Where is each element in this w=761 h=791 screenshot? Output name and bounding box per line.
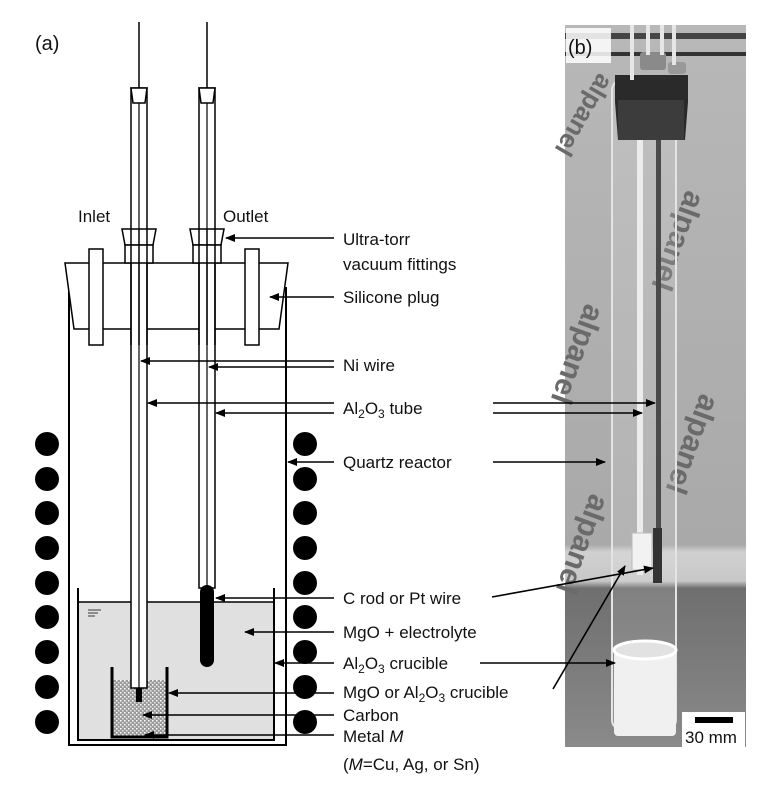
ni-wire-label: Ni wire [343,356,395,375]
outlet-label: Outlet [223,207,269,226]
al2o3-crucible-label: Al2O3 crucible [343,654,448,676]
leader-lines [140,234,656,739]
panel-a-label: (a) [35,33,59,55]
c-rod [200,585,214,667]
al2o3-tube-label: Al2O3 tube [343,399,423,421]
scale-bar [695,717,733,723]
inlet-tube [130,22,148,702]
scale-bar-label: 30 mm [685,728,737,747]
vacuum-fittings [121,228,225,264]
liquid-level-icon [88,609,101,617]
inlet-label: Inlet [78,207,110,226]
electrolyte-label: MgO + electrolyte [343,623,477,642]
metal-note-label: (M=Cu, Ag, or Sn) [343,755,480,774]
reactor-photo: alpanel alpanel alpanel alpanel alpanel … [544,25,746,747]
electrolyte [78,602,274,740]
heater-coils-left [35,432,59,734]
carbon-label: Carbon [343,706,399,725]
inner-crucible-label: MgO or Al2O3 crucible [343,683,509,705]
fittings-label-line1: Ultra-torr [343,230,410,249]
fittings-label-line2: vacuum fittings [343,255,456,274]
inner-crucible [110,667,169,739]
metal-label: Metal M [343,727,404,746]
plug-port-left [88,248,104,346]
quartz-reactor-label: Quartz reactor [343,453,452,472]
silicone-plug-label: Silicone plug [343,288,439,307]
plug-port-right [244,248,260,346]
panel-b-label: (b) [568,37,592,59]
c-rod-label: C rod or Pt wire [343,589,461,608]
heater-coils-right [293,432,317,734]
quartz-reactor [68,287,287,746]
